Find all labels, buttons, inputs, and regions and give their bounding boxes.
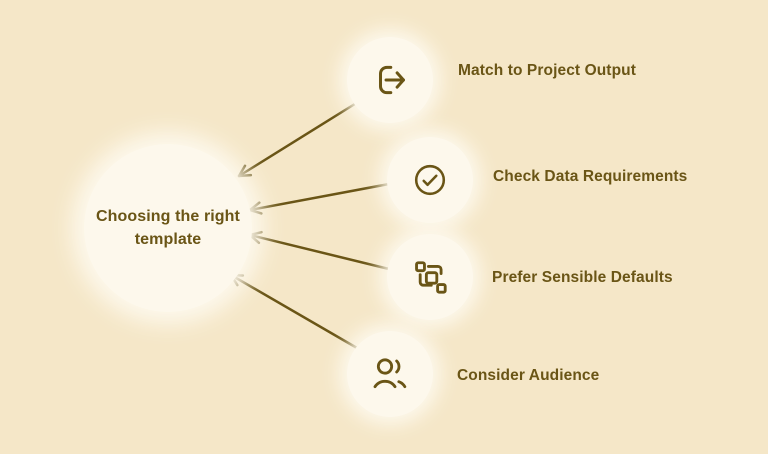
node-audience-label: Consider Audience xyxy=(457,367,600,384)
blocks-icon xyxy=(415,261,447,294)
arrow-defaults-to-center xyxy=(248,230,391,271)
center-node-title: Choosing the right template xyxy=(95,207,240,248)
node-check-circle xyxy=(387,137,473,223)
arrow-match-to-center xyxy=(237,100,360,178)
node-match-circle xyxy=(347,37,433,123)
node-defaults-circle xyxy=(387,234,473,320)
node-match-label: Match to Project Output xyxy=(458,62,636,79)
export-icon xyxy=(378,65,405,95)
node-defaults-label: Prefer Sensible Defaults xyxy=(492,269,673,286)
arrow-check-to-center xyxy=(248,182,391,215)
node-check-label: Check Data Requirements xyxy=(493,168,688,185)
users-icon xyxy=(373,358,407,389)
center-node: Choosing the right template xyxy=(84,144,252,312)
check-circle-icon xyxy=(414,164,446,196)
arrow-audience-to-center xyxy=(229,273,359,350)
node-audience-circle xyxy=(347,331,433,417)
